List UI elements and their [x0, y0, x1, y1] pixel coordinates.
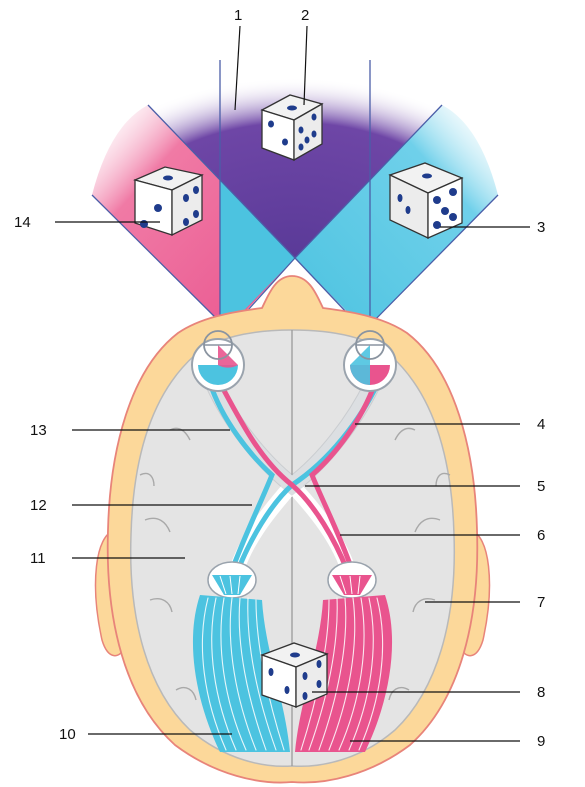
left-lgn [208, 562, 256, 598]
callout-14: 14 [14, 214, 31, 231]
callout-3: 3 [537, 219, 545, 236]
callout-1: 1 [234, 7, 242, 24]
callout-12: 12 [30, 497, 47, 514]
callout-4: 4 [537, 416, 545, 433]
callout-6: 6 [537, 527, 545, 544]
callout-13: 13 [30, 422, 47, 439]
callout-11: 11 [30, 550, 46, 567]
callout-2: 2 [301, 7, 309, 24]
right-lgn [328, 562, 376, 598]
callout-9: 9 [537, 733, 545, 750]
callout-8: 8 [537, 684, 545, 701]
callout-10: 10 [59, 726, 76, 743]
dice-left [135, 167, 202, 235]
callout-7: 7 [537, 594, 545, 611]
dice-bottom [262, 643, 327, 707]
head [96, 276, 490, 783]
callout-5: 5 [537, 478, 545, 495]
